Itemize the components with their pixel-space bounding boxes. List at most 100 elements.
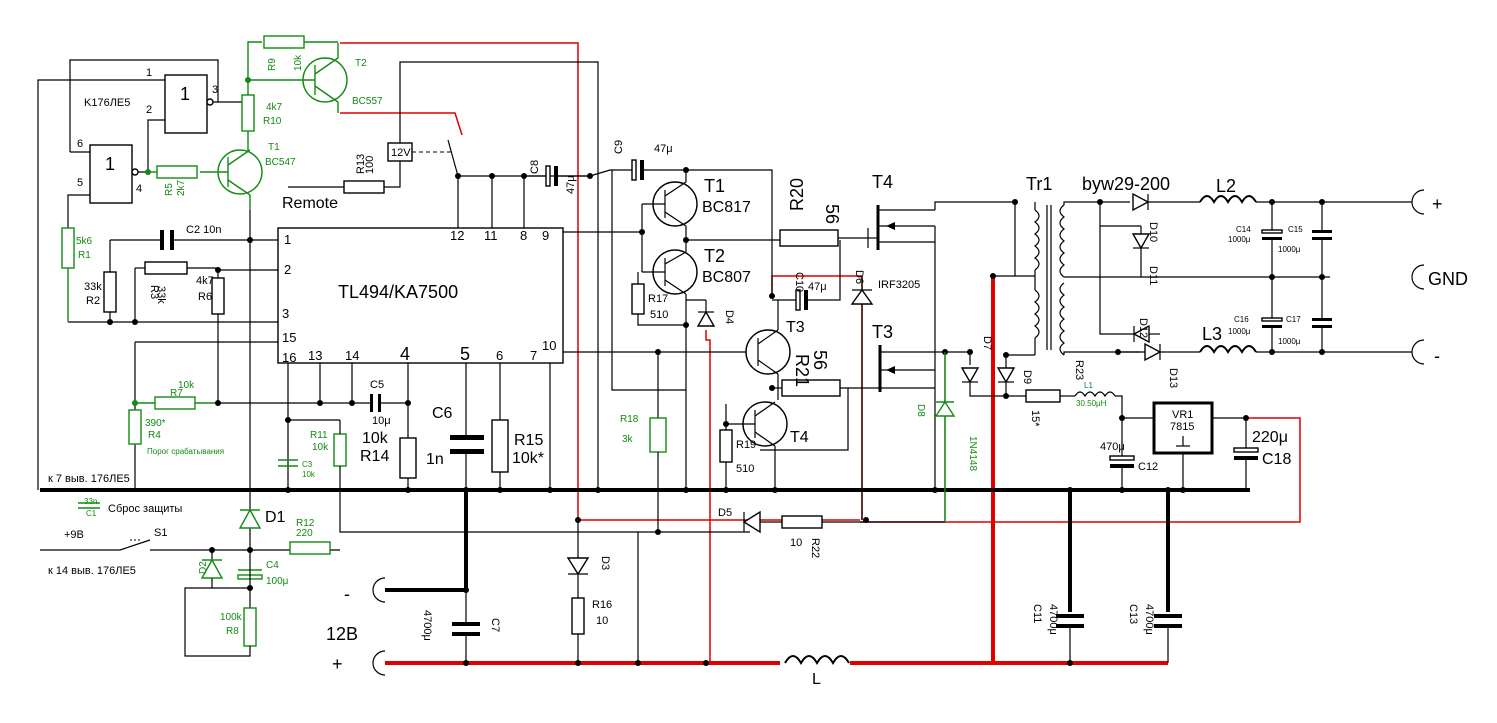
r22-value: 10 <box>790 537 802 549</box>
gate-pin-4: 4 <box>136 183 142 195</box>
t2-left-type: BC557 <box>352 96 383 107</box>
r6-value: 4k7 <box>196 275 214 287</box>
output-gnd-label: GND <box>1428 269 1468 289</box>
d11-label: D11 <box>1147 266 1159 285</box>
resistor-r10 <box>241 94 255 132</box>
c11-value: 4700μ <box>1047 604 1059 635</box>
transformer-label: Tr1 <box>1026 174 1052 194</box>
resistor-r16 <box>571 597 585 635</box>
c17-name: C17 <box>1286 315 1301 324</box>
s1-label: S1 <box>154 527 167 539</box>
t1-driver-name: T1 <box>704 176 725 196</box>
c3-name: C3 <box>302 460 313 469</box>
ic-pin-9: 9 <box>542 228 549 243</box>
r5-value: 2k7 <box>176 179 187 196</box>
c13-value: 4700μ <box>1143 604 1155 635</box>
c1-name: C1 <box>86 509 97 518</box>
r9-name: R9 <box>267 58 278 71</box>
ground-bus <box>40 488 1250 612</box>
c10-value: 47μ <box>808 281 827 293</box>
c12-value: 470μ <box>1100 441 1125 453</box>
gate-pin-5: 5 <box>77 177 83 189</box>
r16-name: R16 <box>592 599 612 611</box>
ic-pin-10: 10 <box>542 338 556 353</box>
r4-value: 390* <box>145 418 166 429</box>
c7-value: 4700μ <box>421 610 433 641</box>
r10-value: 4k7 <box>266 102 283 113</box>
output-minus-label: - <box>1434 346 1440 366</box>
r21-value: 56 <box>810 350 830 370</box>
r10-name: R10 <box>263 116 282 127</box>
tl494-ic: TL494/KA7500 1 2 3 15 16 13 14 4 5 6 7 1… <box>68 210 758 490</box>
d13-label: D13 <box>1167 368 1179 388</box>
r11-name: R11 <box>310 430 328 441</box>
ic-name: TL494/KA7500 <box>338 282 458 302</box>
c6-name: C6 <box>432 405 453 422</box>
resistor-r14 <box>399 437 417 479</box>
c8-name: C8 <box>529 160 541 174</box>
l3-label: L3 <box>1202 324 1222 344</box>
d3-label: D3 <box>599 556 611 570</box>
resistor-r19 <box>719 429 733 463</box>
d2-label: D2 <box>198 561 209 574</box>
c1-value: 33n <box>84 497 97 506</box>
r20-value: 56 <box>822 204 842 224</box>
d1-label: D1 <box>265 509 286 526</box>
r7-name: R7 <box>170 388 183 399</box>
l1-value: 30.50μH <box>1076 399 1107 408</box>
resistor-r12 <box>289 541 331 555</box>
gate-2-symbol: 1 <box>105 154 115 174</box>
threshold-label: Порог срабатывания <box>147 447 224 456</box>
c4-name: C4 <box>266 560 279 571</box>
c17-value: 1000μ <box>1278 337 1301 346</box>
d9-label: D9 <box>1021 370 1033 384</box>
r4-name: R4 <box>148 430 161 441</box>
resistor-r3 <box>144 261 188 275</box>
c8-value: 47μ <box>565 175 577 194</box>
k7-label: к 7 выв. 176ЛЕ5 <box>48 473 130 485</box>
ic-pin-2: 2 <box>284 262 291 277</box>
ic-pin-5: 5 <box>460 344 470 364</box>
resistor-r15 <box>491 419 509 473</box>
c5-name: C5 <box>370 379 384 391</box>
r17-value: 510 <box>650 309 668 321</box>
c15-name: C15 <box>1288 225 1303 234</box>
ic-pin-15: 15 <box>282 330 296 345</box>
d6-label: D6 <box>853 270 865 284</box>
d4-label: D4 <box>723 310 735 324</box>
resistor-r23 <box>1025 389 1061 403</box>
r13-value: 100 <box>364 156 376 174</box>
r15-value: 10k* <box>512 450 544 467</box>
t1-driver-type: BC817 <box>702 199 751 216</box>
resistor-r2 <box>103 271 117 313</box>
logic-gates: 1 1 1 2 3 6 5 4 K176ЛЕ5 <box>37 59 249 490</box>
transformer-output: Tr1 R23 15* L1 30.50μH VR1 <box>703 174 1468 688</box>
r12-value: 220 <box>296 528 313 539</box>
gate-pin-3: 3 <box>212 84 218 96</box>
d7-label: D7 <box>981 336 993 350</box>
r16-value: 10 <box>596 615 608 627</box>
main-inductor-label: L <box>812 671 821 688</box>
c12-name: C12 <box>1138 461 1158 473</box>
logic-chip-label: K176ЛЕ5 <box>84 97 130 109</box>
ic-pin-12: 12 <box>450 228 464 243</box>
c14-name: C14 <box>1236 225 1251 234</box>
t2-left-name: T2 <box>355 58 367 69</box>
c4-value: 100μ <box>266 576 289 587</box>
ic-pin-11: 11 <box>484 228 498 243</box>
c15-value: 1000μ <box>1278 245 1301 254</box>
r19-value: 510 <box>736 463 754 475</box>
c16-value: 1000μ <box>1228 327 1251 336</box>
gate-2 <box>89 144 133 204</box>
c14-value: 1000μ <box>1228 235 1251 244</box>
plus9v-label: +9В <box>64 529 84 541</box>
gate-pin-2: 2 <box>146 104 152 116</box>
k14-label: к 14 выв. 176ЛЕ5 <box>48 565 136 577</box>
resistor-r5 <box>156 165 198 179</box>
driver-stage: C9 47μ T1 BC817 T2 BC807 R17 510 <box>589 140 946 558</box>
r9-value: 10k <box>293 54 304 71</box>
d8-label: D8 <box>915 404 926 417</box>
power-mosfets: T4 IRF3205 T3 D8 1N4148 D7 D9 <box>848 172 1035 522</box>
gate-1-symbol: 1 <box>180 84 190 104</box>
ic-pin-8: 8 <box>520 228 527 243</box>
